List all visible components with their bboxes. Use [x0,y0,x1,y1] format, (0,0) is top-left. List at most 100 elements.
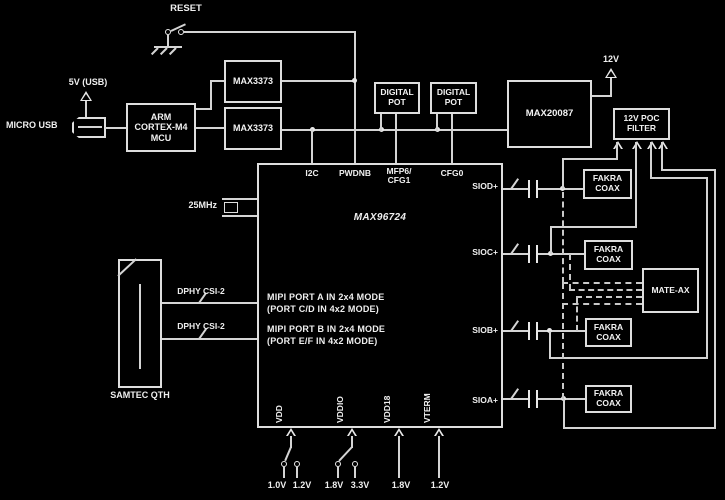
samtec-connector-icon [139,284,141,369]
wire-poc [714,169,716,429]
capacitor-icon [536,390,538,408]
wire-sioa [503,398,528,400]
select-wire [284,446,292,462]
wire [282,80,355,82]
wire-siob [538,330,585,332]
wire-poc [650,142,652,179]
fakra-coax3-block: FAKRA COAX [585,318,632,347]
pin-vdd: VDD [274,405,284,423]
dphy2-label: DPHY CSI-2 [177,321,225,331]
dashed-wire [569,289,642,291]
wire [210,80,212,110]
supply-12v-label: 12V [602,54,619,64]
arrow-up-icon [286,428,296,436]
switch-terminal-icon [178,29,184,35]
usb-5v-label: 5V (USB) [68,77,108,87]
dashed-wire [569,254,571,290]
wire-sioc [503,253,528,255]
wire [398,436,400,478]
wire-reset [184,31,355,33]
wire-dphy1 [162,302,257,304]
supply-triangle-icon [80,91,92,101]
wire-siod [503,188,528,190]
arrow-up-icon [658,141,668,149]
arrow-up-icon [434,428,444,436]
dashed-wire [562,282,642,284]
pin-vddio: VDDIO [335,396,345,423]
wire [351,436,353,448]
wire [354,467,356,478]
wire [105,127,126,129]
dashed-wire [562,192,564,283]
ground-icon [168,47,177,56]
pin-i2c: I2C [305,168,319,178]
wire [610,78,612,96]
pin-siob: SIOB+ [472,325,498,335]
wire-poc [563,399,565,429]
fakra-coax1-block: FAKRA COAX [583,169,632,199]
ground-icon [159,47,168,56]
crystal-icon [222,215,257,217]
dashed-wire [562,303,642,305]
select-wire [338,446,353,462]
fakra-coax2-block: FAKRA COAX [584,240,633,270]
capacitor-icon [528,245,530,263]
digital-pot2-block: DIGITAL POT [430,82,477,114]
arrow-up-icon [394,428,404,436]
mipi-port-b-line2: (PORT E/F IN 4x2 MODE) [267,336,378,346]
pin-siod: SIOD+ [472,181,498,191]
wire-poc [650,177,708,179]
camera-protector-block: MAX20087 [507,80,592,148]
vterm-supply-label: 1.2V [430,480,450,490]
wire-siob [503,330,528,332]
capacitor-icon [528,322,530,340]
crystal-icon [224,202,238,213]
arrow-up-icon [347,428,357,436]
wire [85,101,87,117]
vdd18-supply-label: 1.8V [391,480,411,490]
wire-poc [562,158,564,189]
wire [438,436,440,478]
wire [311,129,313,163]
dashed-wire [562,283,564,399]
supply-terminal-icon [335,461,341,467]
mcu-block: ARM CORTEX-M4 MCU [126,103,196,152]
digital-pot1-block: DIGITAL POT [374,82,420,114]
wire [380,113,382,131]
switch-terminal-icon [165,29,171,35]
level-shifter-bottom-block: MAX3373 [224,107,282,150]
reset-label: RESET [170,3,202,14]
wire [592,95,612,97]
supply-terminal-icon [294,461,300,467]
wire-poc [616,142,618,160]
vddio-option2-label: 3.3V [350,480,370,490]
supply-triangle-icon [605,68,617,78]
usb-connector-icon [78,126,102,128]
poc-filter-block: 12V POC FILTER [613,108,670,140]
ground-icon [150,47,159,56]
mipi-port-b-line1: MIPI PORT B IN 2x4 MODE [267,324,386,334]
level-shifter-top-block: MAX3373 [224,60,282,103]
crystal-label: 25MHz [188,200,217,210]
poc-node-dot [547,328,552,333]
wire-poc [550,226,637,228]
wire-poc [549,357,708,359]
pin-sioc: SIOC+ [472,247,498,257]
supply-terminal-icon [352,461,358,467]
wire [296,467,298,478]
dashed-wire [576,296,642,298]
arrow-up-icon [632,141,642,149]
wire [196,127,224,129]
deserializer-block [257,163,503,428]
pin-mfp6-cfg1: MFP6/ CFG1 [386,166,412,186]
wire-pwdnb [354,31,356,163]
capacitor-icon [536,245,538,263]
pin-pwdnb: PWDNB [338,168,372,178]
wire-poc [706,177,708,359]
dphy1-label: DPHY CSI-2 [177,286,225,296]
wire-sioc [538,253,584,255]
vddio-option1-label: 1.8V [324,480,344,490]
capacitor-icon [528,180,530,198]
supply-terminal-icon [281,461,287,467]
